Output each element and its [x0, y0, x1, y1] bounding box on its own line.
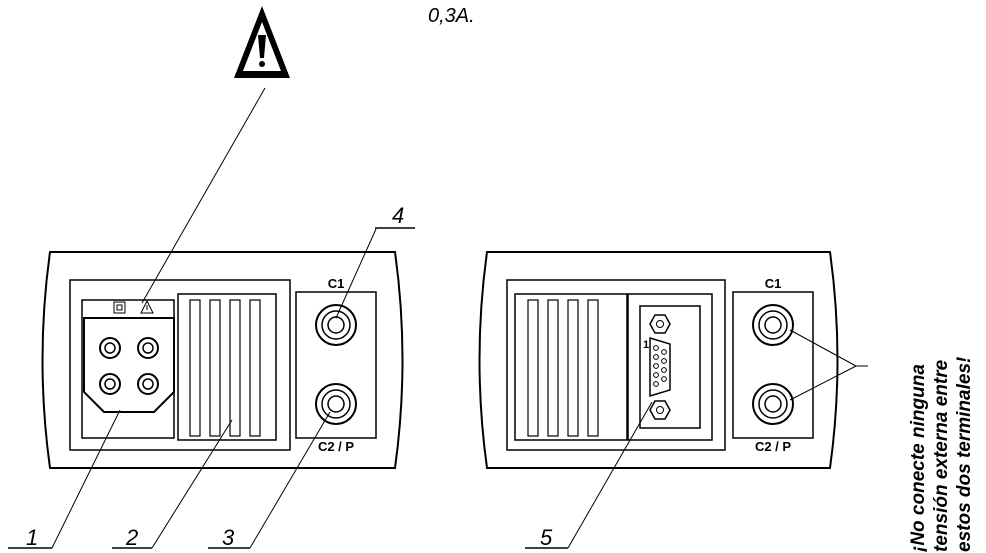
callout-3-leader	[249, 411, 331, 549]
callout-3: 3	[222, 525, 235, 550]
left-vent-grille	[177, 293, 277, 441]
callout-1: 1	[26, 525, 38, 550]
right-c2p-label: C2 / P	[755, 439, 791, 454]
warning-leader-lines	[789, 329, 868, 401]
callout-2: 2	[125, 525, 138, 550]
callout-1-leader	[51, 409, 121, 549]
callout-2-leader	[151, 419, 233, 549]
double-insulation-icon	[113, 301, 126, 314]
db9-connector-icon	[639, 305, 701, 429]
left-terminal-c2p	[315, 383, 357, 425]
left-panel: C1 C2 / P	[41, 251, 404, 469]
small-warning-icon	[140, 299, 154, 314]
top-caption: 0,3A.	[428, 5, 475, 27]
socket-pins	[99, 337, 159, 395]
warning-line-1: ¡No conecte ninguna	[908, 364, 929, 552]
left-terminal-c1	[315, 304, 357, 346]
right-vent-grille	[514, 293, 628, 441]
left-c1-label: C1	[328, 276, 345, 291]
callout-4: 4	[392, 203, 404, 228]
right-terminal-c1	[752, 304, 794, 346]
warning-triangle-icon	[234, 6, 290, 78]
warning-leader-line	[141, 87, 266, 304]
right-c1-label: C1	[765, 276, 782, 291]
right-terminal-c2p	[752, 383, 794, 425]
warning-text: ¡No conecte ninguna tensión externa entr…	[908, 357, 975, 552]
warning-line-3: estos dos terminales!	[954, 357, 975, 552]
callout-4-leader	[335, 228, 377, 319]
callout-5: 5	[540, 525, 553, 550]
left-c2p-label: C2 / P	[318, 439, 354, 454]
warning-line-2: tensión externa entre	[931, 359, 952, 552]
callout-5-leader	[567, 401, 653, 549]
db9-pin-1-label: 1	[643, 339, 649, 351]
right-panel: 1 C1 C2 / P	[478, 251, 839, 469]
